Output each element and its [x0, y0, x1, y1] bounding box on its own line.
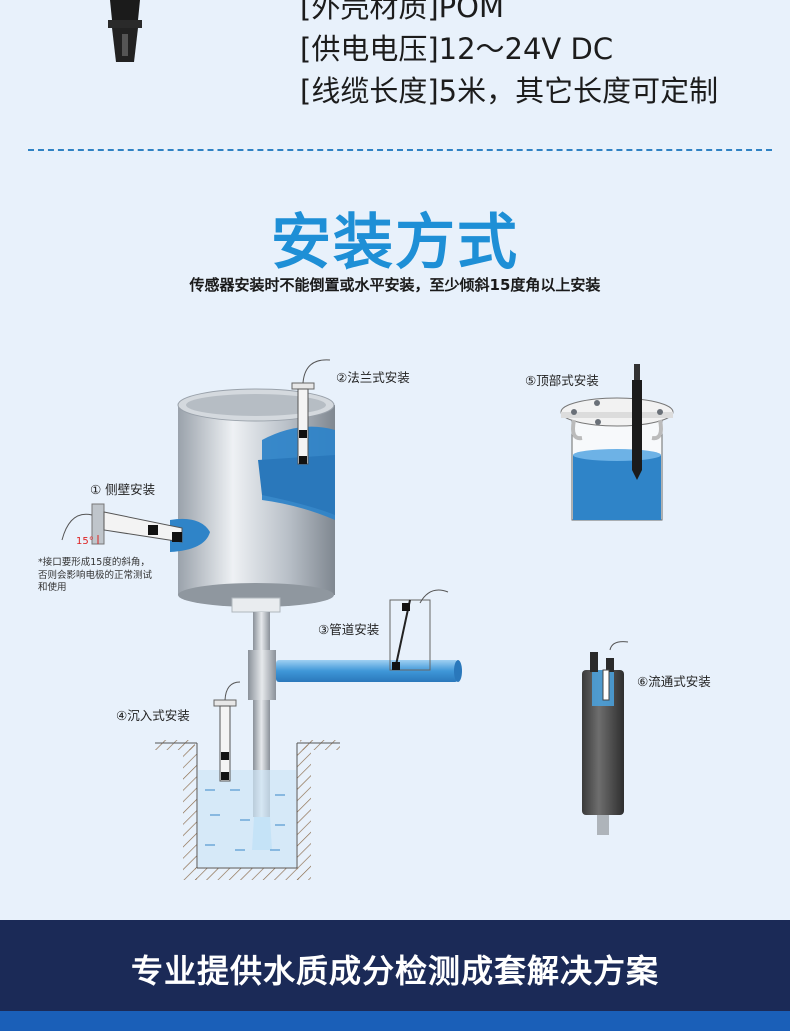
sensor-probe-image [108, 0, 142, 62]
flange-sensor [291, 359, 331, 465]
footer-banner: 专业提供水质成分检测成套解决方案 [0, 920, 790, 1011]
note-line: *接口要形成15度的斜角， [38, 557, 150, 568]
installation-diagram [61, 359, 674, 880]
spec-voltage: [供电电压]12～24V DC [300, 32, 614, 66]
label-flange-install: ②法兰式安装 [336, 370, 410, 385]
label-submerged-install: ④沉入式安装 [116, 708, 190, 723]
submersion-sensor [213, 681, 241, 782]
note-line: 否则会影响电极的正常测试 [38, 569, 153, 581]
tank [170, 388, 335, 613]
spec-cable-length: [线缆长度]5米，其它长度可定制 [300, 74, 719, 108]
flow-cell [582, 641, 629, 835]
side-wall-sensor [61, 503, 183, 545]
label-flow-install: ⑥流通式安装 [637, 674, 711, 689]
submersion-pit [155, 740, 340, 880]
dashed-divider [28, 149, 772, 151]
section-subtitle: 传感器安装时不能倒置或水平安装，至少倾斜15度角以上安装 [189, 276, 601, 294]
spec-list: [外壳材质]POM [供电电压]12～24V DC [线缆长度]5米，其它长度可… [300, 0, 718, 112]
label-pipe-install: ③管道安装 [318, 622, 380, 637]
label-side-wall-install: ① 侧壁安装 [90, 482, 156, 497]
footer-strip [0, 1011, 790, 1031]
side-install-note: *接口要形成15度的斜角， 否则会影响电极的正常测试 和使用 [38, 557, 188, 595]
spec-material: [外壳材质]POM [300, 0, 504, 24]
footer-slogan: 专业提供水质成分检测成套解决方案 [130, 952, 659, 990]
label-top-install: ⑤顶部式安装 [525, 373, 599, 388]
angle-label: 15° [76, 536, 94, 547]
top-mount-container [560, 364, 674, 521]
note-line: 和使用 [38, 582, 67, 593]
section-title: 安装方式 [271, 208, 519, 278]
pipe-sensor [389, 589, 449, 671]
